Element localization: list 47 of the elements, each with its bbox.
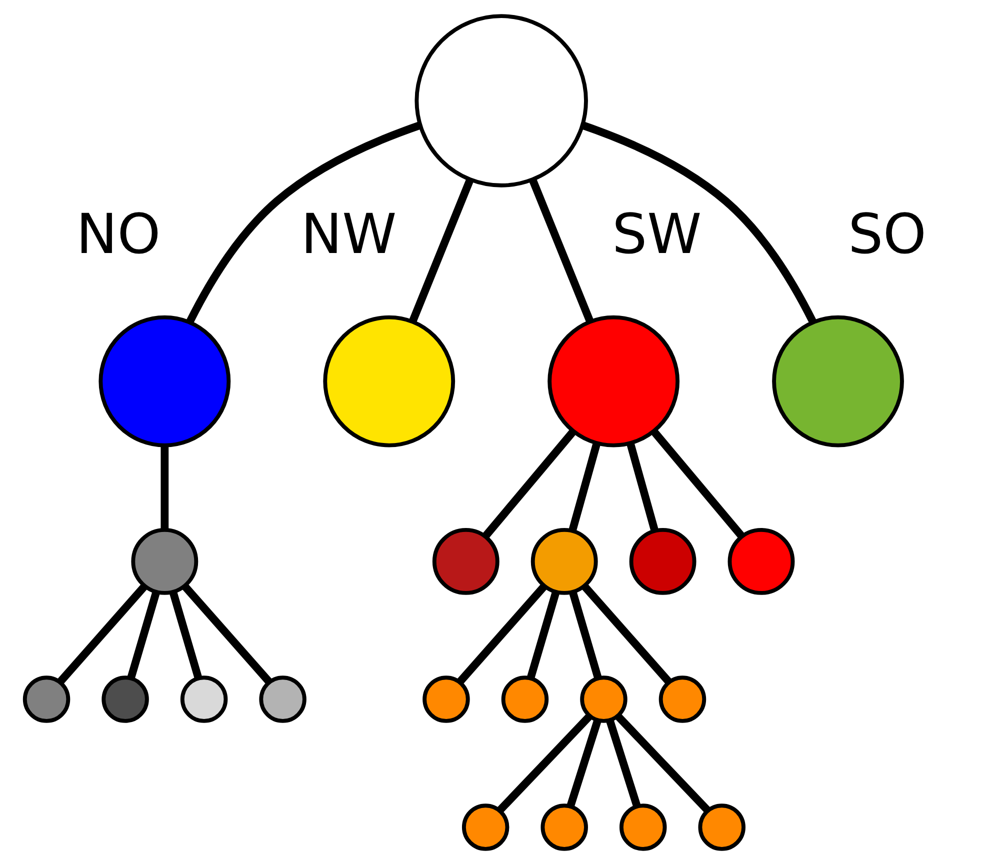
connector bbox=[186, 122, 422, 324]
connector bbox=[581, 584, 672, 684]
node-circle bbox=[180, 676, 228, 723]
node-circle bbox=[530, 528, 598, 595]
node-circle bbox=[22, 676, 70, 723]
node-circle bbox=[501, 676, 549, 723]
node-circle bbox=[323, 315, 456, 448]
connector bbox=[569, 591, 602, 679]
node-label: NW bbox=[300, 202, 397, 266]
connector bbox=[581, 122, 816, 324]
connector bbox=[568, 442, 601, 532]
connector bbox=[57, 584, 148, 684]
node-circle bbox=[629, 528, 696, 595]
connector bbox=[497, 714, 592, 813]
connector bbox=[457, 584, 548, 684]
node-circle bbox=[580, 676, 628, 723]
node-circle bbox=[102, 676, 149, 723]
connector bbox=[650, 428, 744, 538]
connector bbox=[182, 584, 272, 684]
connector bbox=[526, 591, 560, 679]
node-label: SW bbox=[612, 202, 702, 266]
node-circle bbox=[259, 676, 306, 723]
connector bbox=[566, 719, 602, 807]
connector bbox=[160, 445, 169, 530]
connector bbox=[482, 428, 576, 538]
node-circle bbox=[432, 528, 500, 595]
node-circle bbox=[462, 804, 510, 851]
node-circle bbox=[619, 804, 667, 851]
connector bbox=[127, 591, 160, 679]
connector bbox=[626, 442, 659, 532]
connector bbox=[409, 178, 474, 323]
node-circle bbox=[698, 804, 746, 851]
connector bbox=[606, 719, 641, 807]
connector bbox=[528, 178, 594, 323]
node-label: SO bbox=[848, 202, 926, 266]
connector bbox=[169, 591, 202, 679]
node-circle bbox=[772, 315, 904, 448]
connector bbox=[615, 714, 710, 813]
node-circle bbox=[414, 14, 588, 188]
node-circle bbox=[728, 528, 795, 595]
node-circle bbox=[131, 528, 198, 595]
node-circle bbox=[422, 676, 470, 723]
node-circle bbox=[548, 315, 680, 448]
node-label: NO bbox=[76, 202, 161, 266]
node-circle bbox=[658, 676, 706, 723]
node-circle bbox=[98, 315, 231, 448]
node-circle bbox=[540, 804, 588, 851]
